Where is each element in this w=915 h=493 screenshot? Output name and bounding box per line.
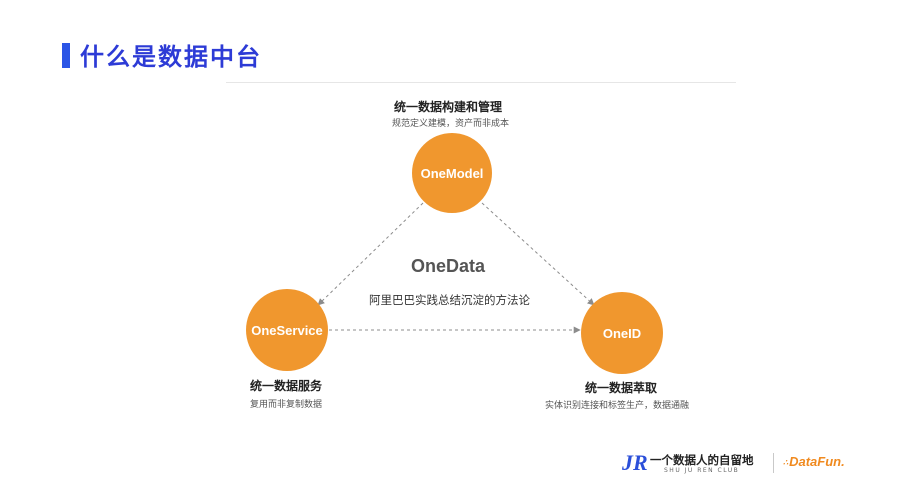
onemodel-description: 规范定义建模，资产而非成本 bbox=[392, 119, 510, 129]
logo-divider bbox=[773, 453, 774, 473]
oneid-heading: 统一数据萃取 bbox=[585, 381, 658, 395]
oneid-label: OneID bbox=[602, 325, 642, 341]
onemodel-label: OneModel bbox=[420, 165, 484, 181]
oneservice-node: OneService bbox=[246, 289, 328, 371]
datafun-logo-text: DataFun. bbox=[789, 454, 845, 469]
oneid-node: OneID bbox=[581, 292, 663, 374]
connector-model-to-service bbox=[317, 202, 424, 306]
connector-model-to-id bbox=[481, 202, 595, 306]
page-title: 什么是数据中台 bbox=[80, 43, 262, 71]
datafun-logo: ∴DataFun. bbox=[783, 454, 845, 469]
club-name-en: SHU JU REN CLUB bbox=[664, 467, 740, 474]
center-title: OneData bbox=[411, 256, 486, 276]
datafun-dots-icon: ∴ bbox=[783, 458, 789, 468]
onemodel-heading: 统一数据构建和管理 bbox=[394, 100, 503, 114]
club-name: 一个数据人的自留地 bbox=[650, 453, 754, 467]
center-subtitle: 阿里巴巴实践总结沉淀的方法论 bbox=[369, 293, 530, 307]
oneservice-heading: 统一数据服务 bbox=[250, 379, 323, 393]
header-divider bbox=[226, 82, 736, 83]
oneservice-label: OneService bbox=[251, 322, 323, 338]
oneservice-description: 复用而非复制数据 bbox=[250, 400, 323, 410]
title-accent-bar bbox=[62, 43, 70, 68]
club-logo-icon: JR bbox=[622, 450, 648, 475]
oneid-description: 实体识别连接和标签生产，数据通融 bbox=[545, 401, 690, 411]
onemodel-node: OneModel bbox=[412, 133, 492, 213]
